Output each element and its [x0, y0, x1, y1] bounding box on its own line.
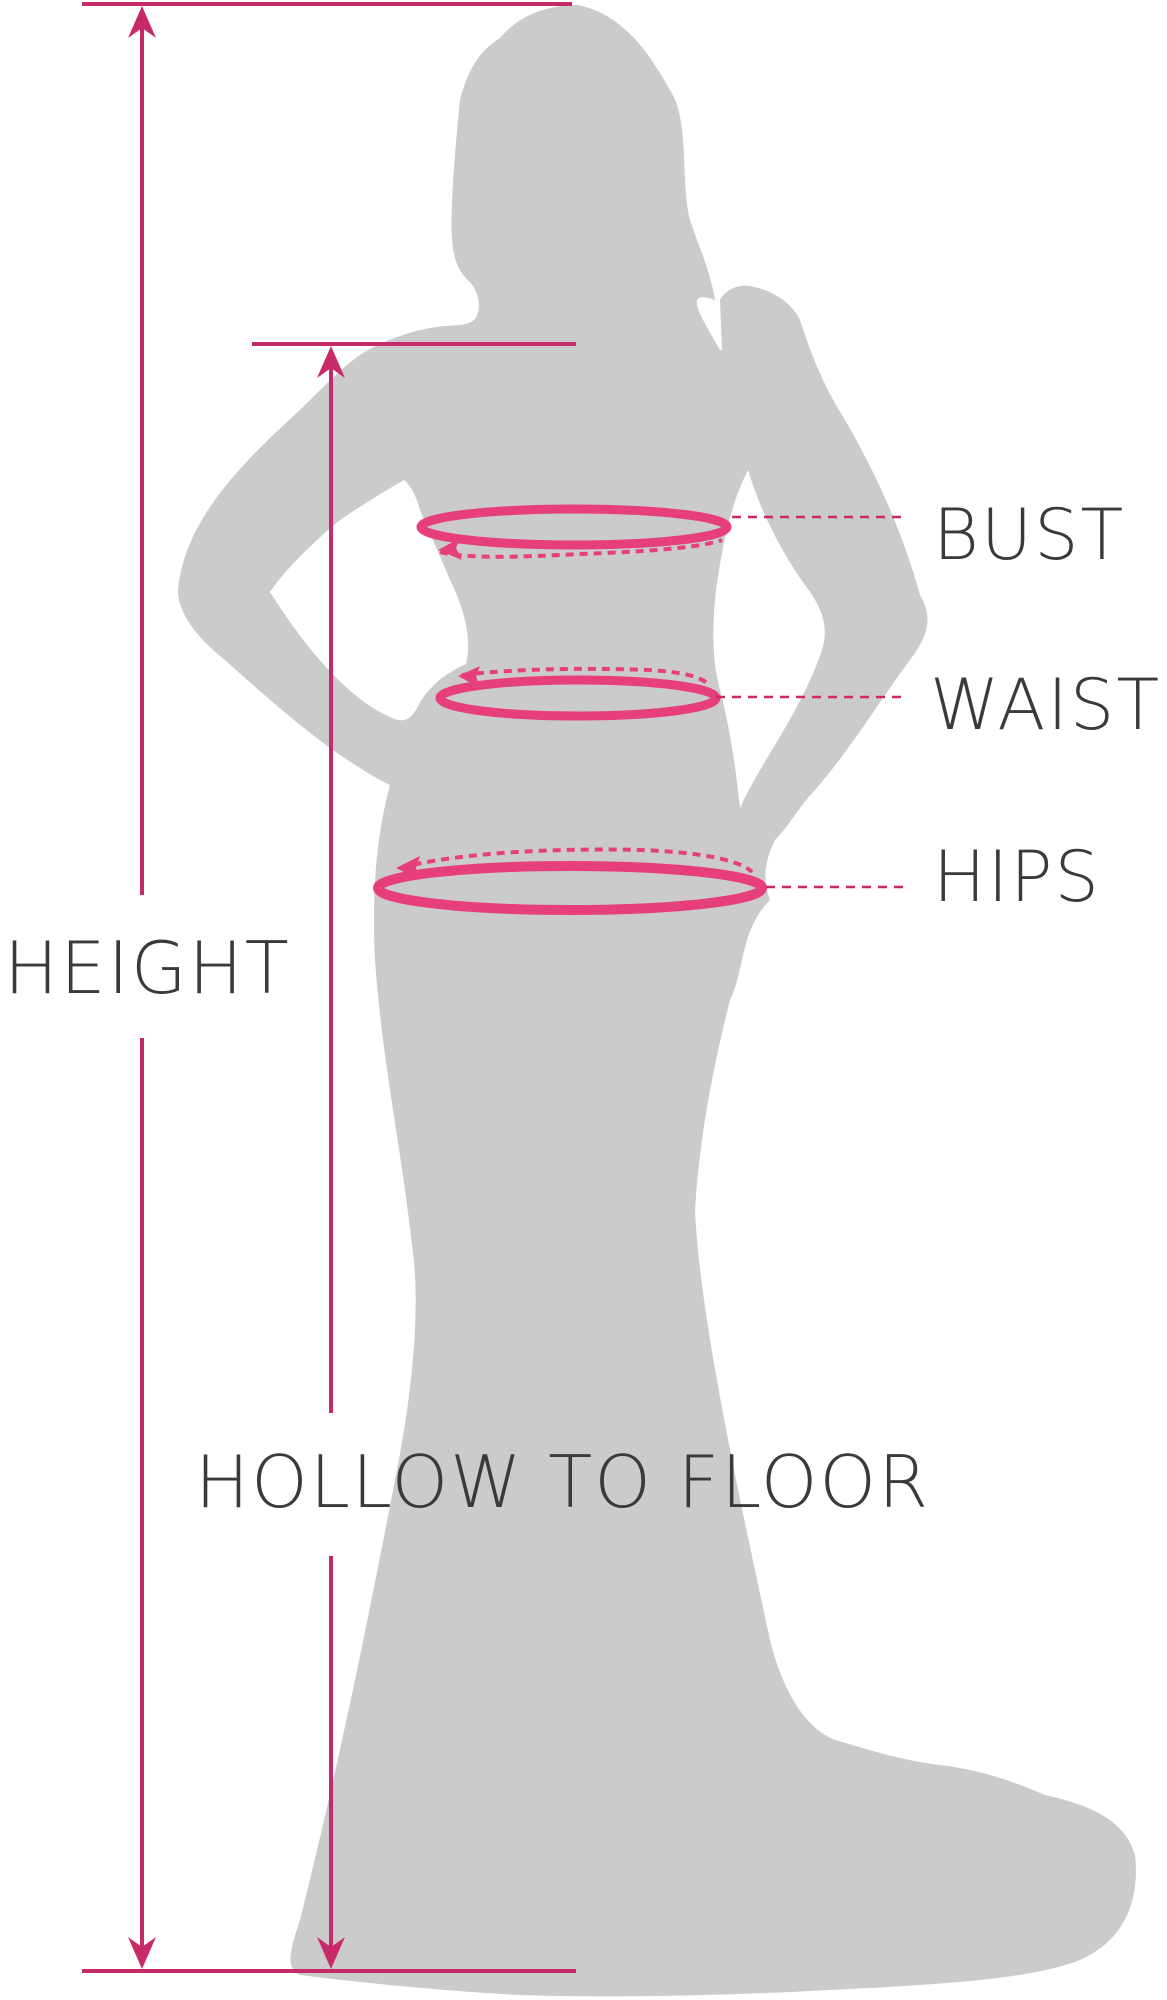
- bust-band: [416, 504, 906, 560]
- height-label: HEIGHT: [4, 926, 291, 1010]
- height-arrow-bottom-head: [128, 1937, 156, 1969]
- height-arrow-top-head: [128, 6, 156, 38]
- hips-label: HIPS: [933, 836, 1101, 918]
- hollow-arrow-top-head: [317, 346, 345, 378]
- waist-band: [435, 666, 906, 721]
- hollow-arrow-bottom-head: [317, 1937, 345, 1969]
- hips-band: [373, 847, 906, 915]
- silhouette-gaps: [270, 470, 825, 808]
- hollow-to-floor-label: HOLLOW TO FLOOR: [195, 1440, 931, 1524]
- waist-label: WAIST: [930, 664, 1162, 746]
- dress-silhouette: [178, 5, 1136, 1997]
- reference-lines: [82, 2, 576, 1973]
- bust-label: BUST: [933, 494, 1126, 576]
